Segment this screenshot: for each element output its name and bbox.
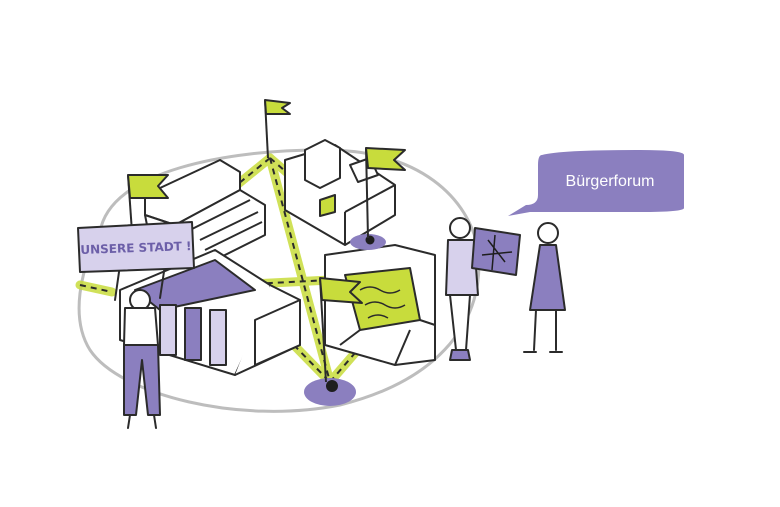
speech-bubble-text: Bürgerforum xyxy=(566,173,655,190)
building-courtyard xyxy=(324,244,436,366)
speech-bubble-icon: Bürgerforum xyxy=(508,150,684,216)
person-with-map xyxy=(445,217,479,361)
flag-icon xyxy=(264,99,291,159)
flag-icon xyxy=(365,147,406,239)
flag-icon xyxy=(127,174,169,233)
map-pin-icon xyxy=(304,378,356,406)
city-map-sheet xyxy=(471,227,521,276)
building-back-right xyxy=(284,139,396,246)
flag-icon xyxy=(319,277,363,383)
person-in-dress xyxy=(523,222,566,353)
person-protester xyxy=(114,264,166,429)
sign-text: UNSERE STADT ! xyxy=(80,239,192,257)
protest-sign-icon: UNSERE STADT ! xyxy=(77,221,195,273)
